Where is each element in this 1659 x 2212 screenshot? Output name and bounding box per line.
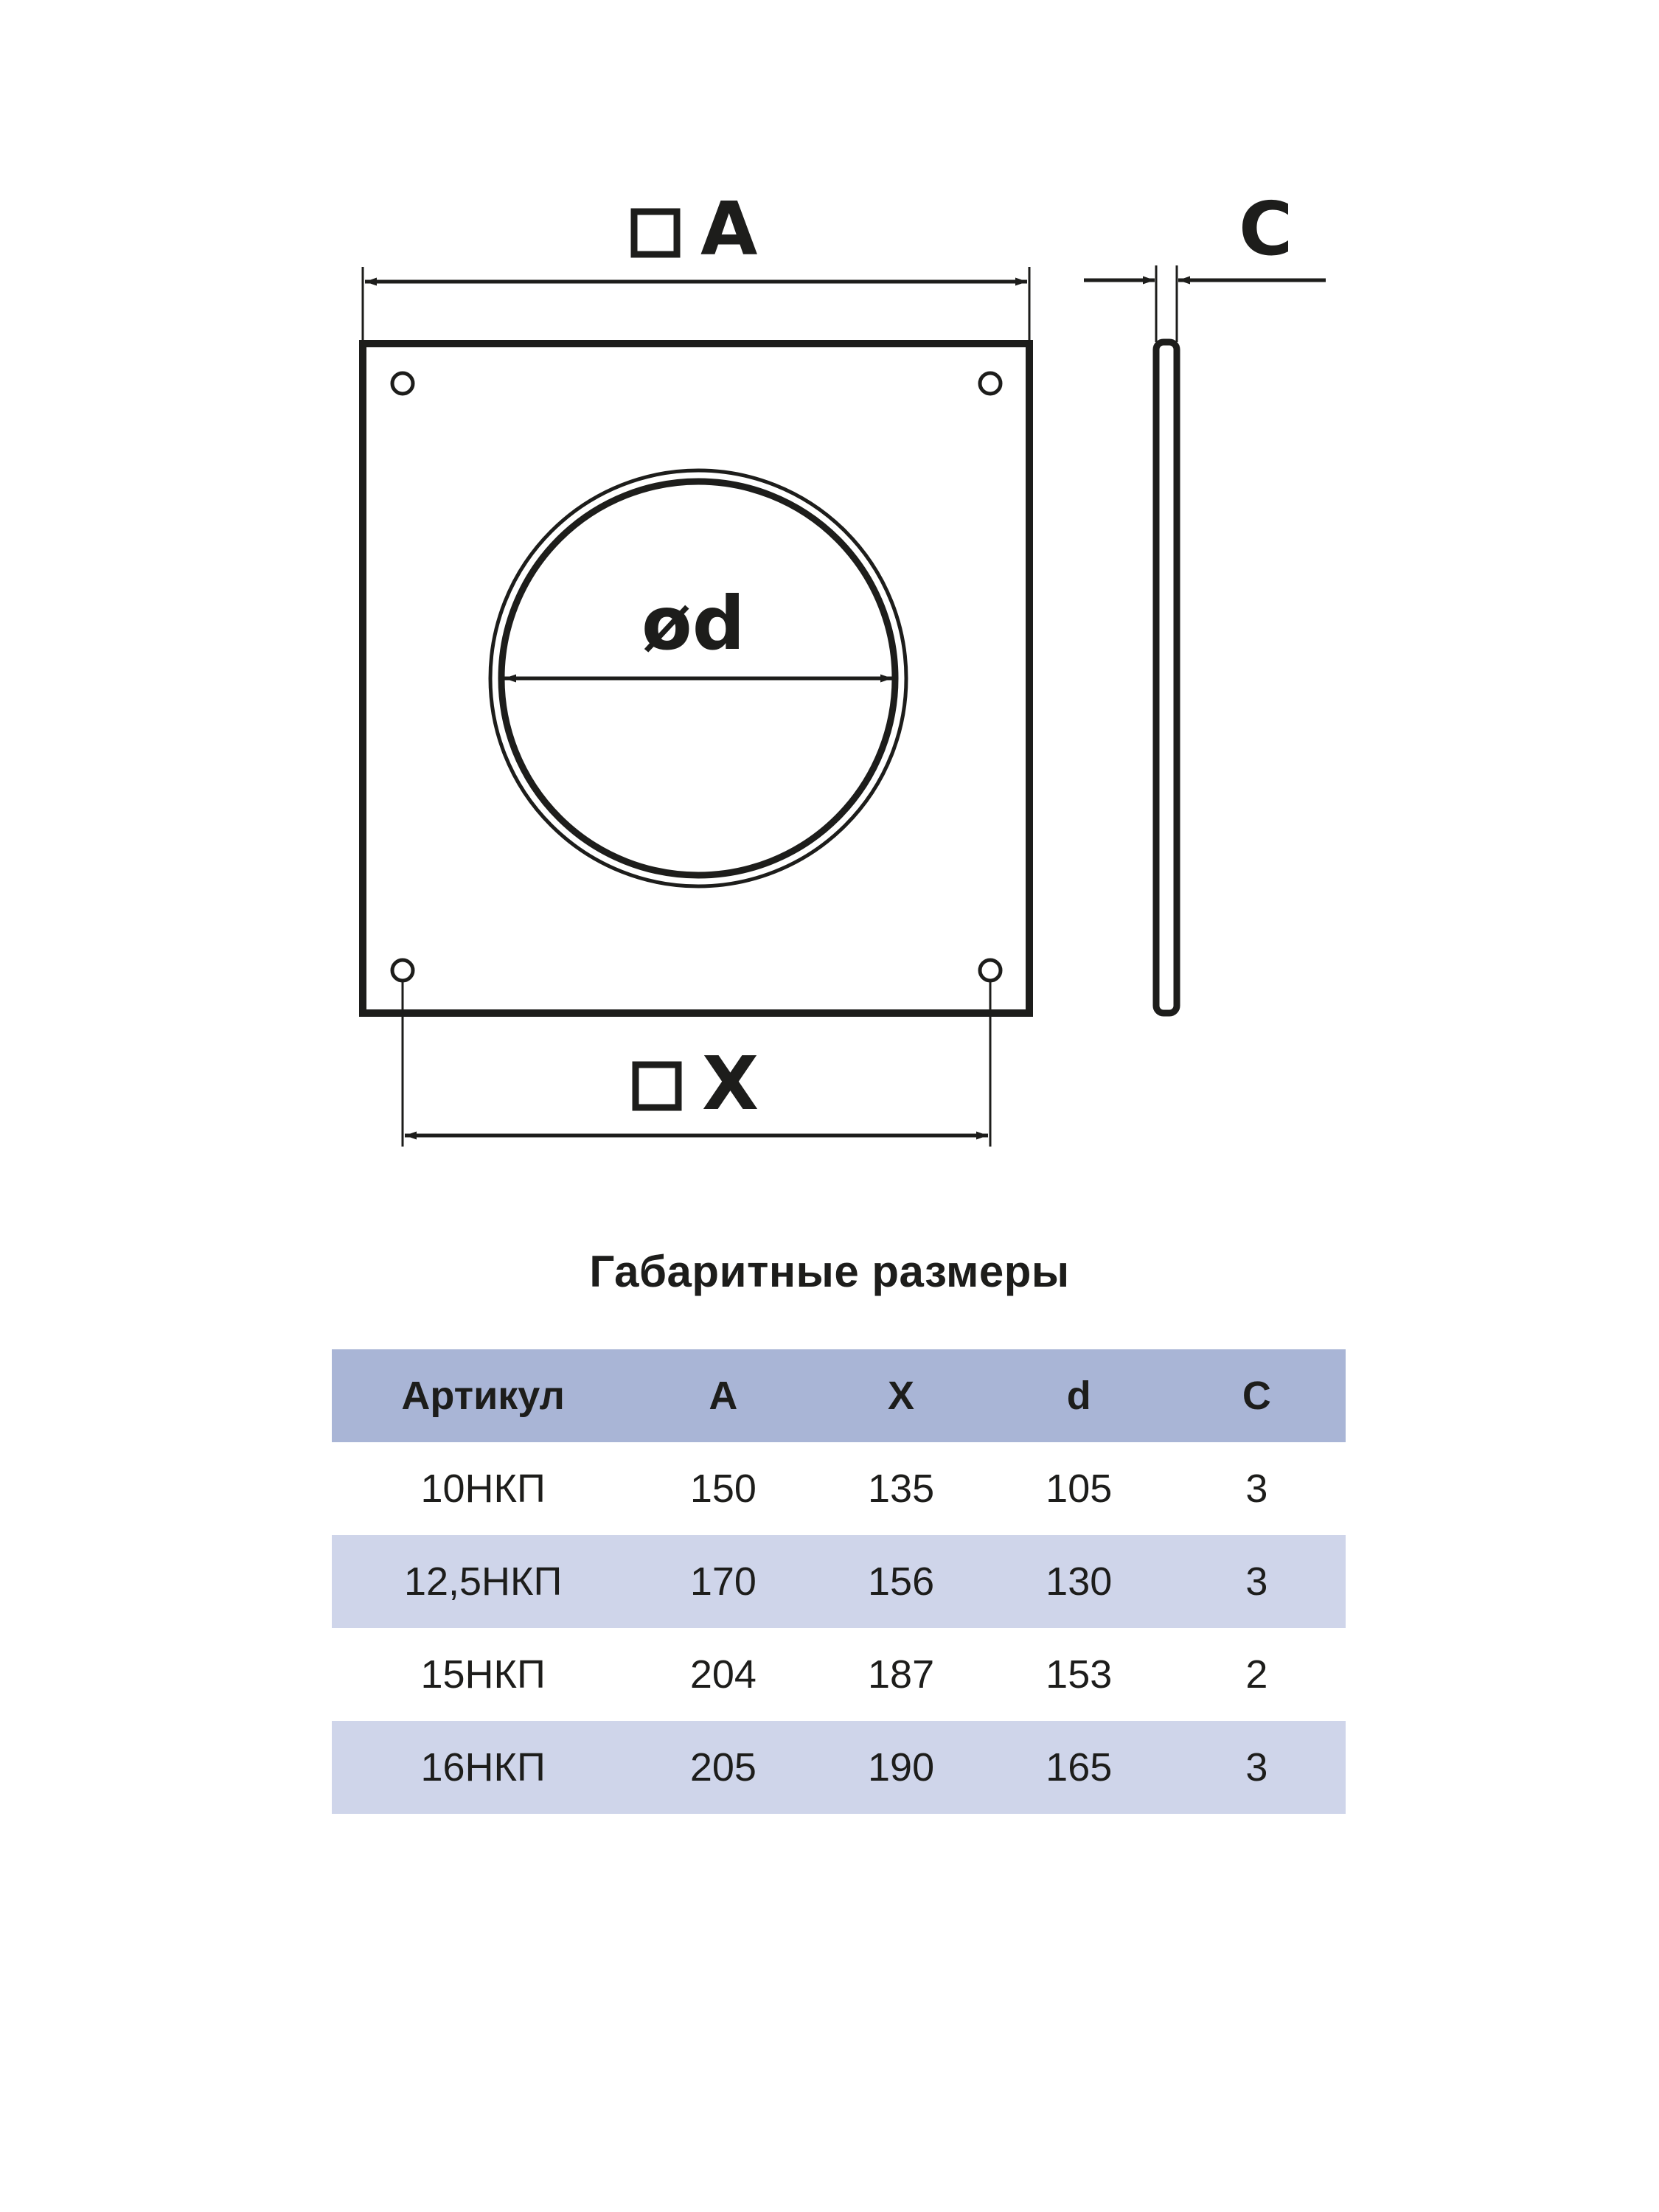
dimension-x: X — [401, 981, 992, 1147]
dimension-a-label: A — [700, 186, 757, 272]
cell-d: 165 — [990, 1721, 1168, 1814]
cell-a: 170 — [634, 1535, 813, 1628]
flange-outer-circle — [488, 468, 908, 888]
plate-outline — [359, 340, 1033, 1017]
cell-d: 105 — [1046, 1467, 1113, 1511]
cell-article: 15НКП — [420, 1652, 546, 1697]
plate-side-view: C — [1084, 186, 1326, 1017]
cell-x: 135 — [868, 1467, 935, 1511]
mounting-hole-bottom-right — [978, 958, 1003, 983]
header-article: Артикул — [332, 1349, 635, 1442]
cell-a: 204 — [689, 1652, 757, 1697]
table-row: 10НКП 150 135 105 3 — [332, 1442, 1346, 1535]
table-row: 16НКП 205 190 165 3 — [332, 1721, 1346, 1814]
dimension-x-label: X — [702, 1040, 759, 1127]
cell-d: 153 — [1046, 1652, 1113, 1697]
table-title: Габаритные размеры — [589, 1247, 1070, 1296]
cell-article: 12,5НКП — [332, 1535, 635, 1628]
table-row: 12,5НКП 170 156 130 3 — [332, 1535, 1346, 1628]
cell-c: 3 — [1167, 1721, 1346, 1814]
dimension-a: A — [361, 186, 1031, 344]
dimension-d-label: ød — [641, 580, 745, 667]
square-symbol-icon — [630, 208, 681, 258]
plate-side-profile — [1152, 338, 1180, 1017]
header-c: C — [1167, 1349, 1346, 1442]
mounting-hole-top-right — [978, 371, 1003, 396]
cell-x: 187 — [868, 1652, 935, 1697]
cell-a: 205 — [634, 1721, 813, 1814]
flange-inner-circle — [498, 478, 899, 879]
cell-article: 16НКП — [332, 1721, 635, 1814]
header-x: X — [812, 1349, 990, 1442]
square-symbol-icon — [632, 1061, 682, 1111]
cell-x: 190 — [812, 1721, 990, 1814]
cell-article: 10НКП — [420, 1467, 546, 1511]
dimension-d: ød — [504, 580, 892, 683]
cell-d: 130 — [990, 1535, 1168, 1628]
header-a: A — [634, 1349, 813, 1442]
table-header-row: Артикул A X d C — [332, 1349, 1346, 1442]
dimensions-table: Артикул A X d C 10НКП 150 135 105 3 12,5… — [332, 1349, 1346, 1814]
dimension-c-label: C — [1239, 186, 1293, 272]
cell-c: 2 — [1245, 1652, 1268, 1697]
header-d: d — [990, 1349, 1168, 1442]
table-row: 15НКП 204 187 153 2 — [332, 1628, 1346, 1721]
cell-c: 3 — [1245, 1467, 1268, 1511]
cell-x: 156 — [812, 1535, 990, 1628]
cell-a: 150 — [689, 1467, 757, 1511]
technical-drawing: A X ød C — [359, 186, 1326, 1147]
mounting-hole-bottom-left — [390, 958, 415, 983]
mounting-hole-top-left — [390, 371, 415, 396]
cell-c: 3 — [1167, 1535, 1346, 1628]
